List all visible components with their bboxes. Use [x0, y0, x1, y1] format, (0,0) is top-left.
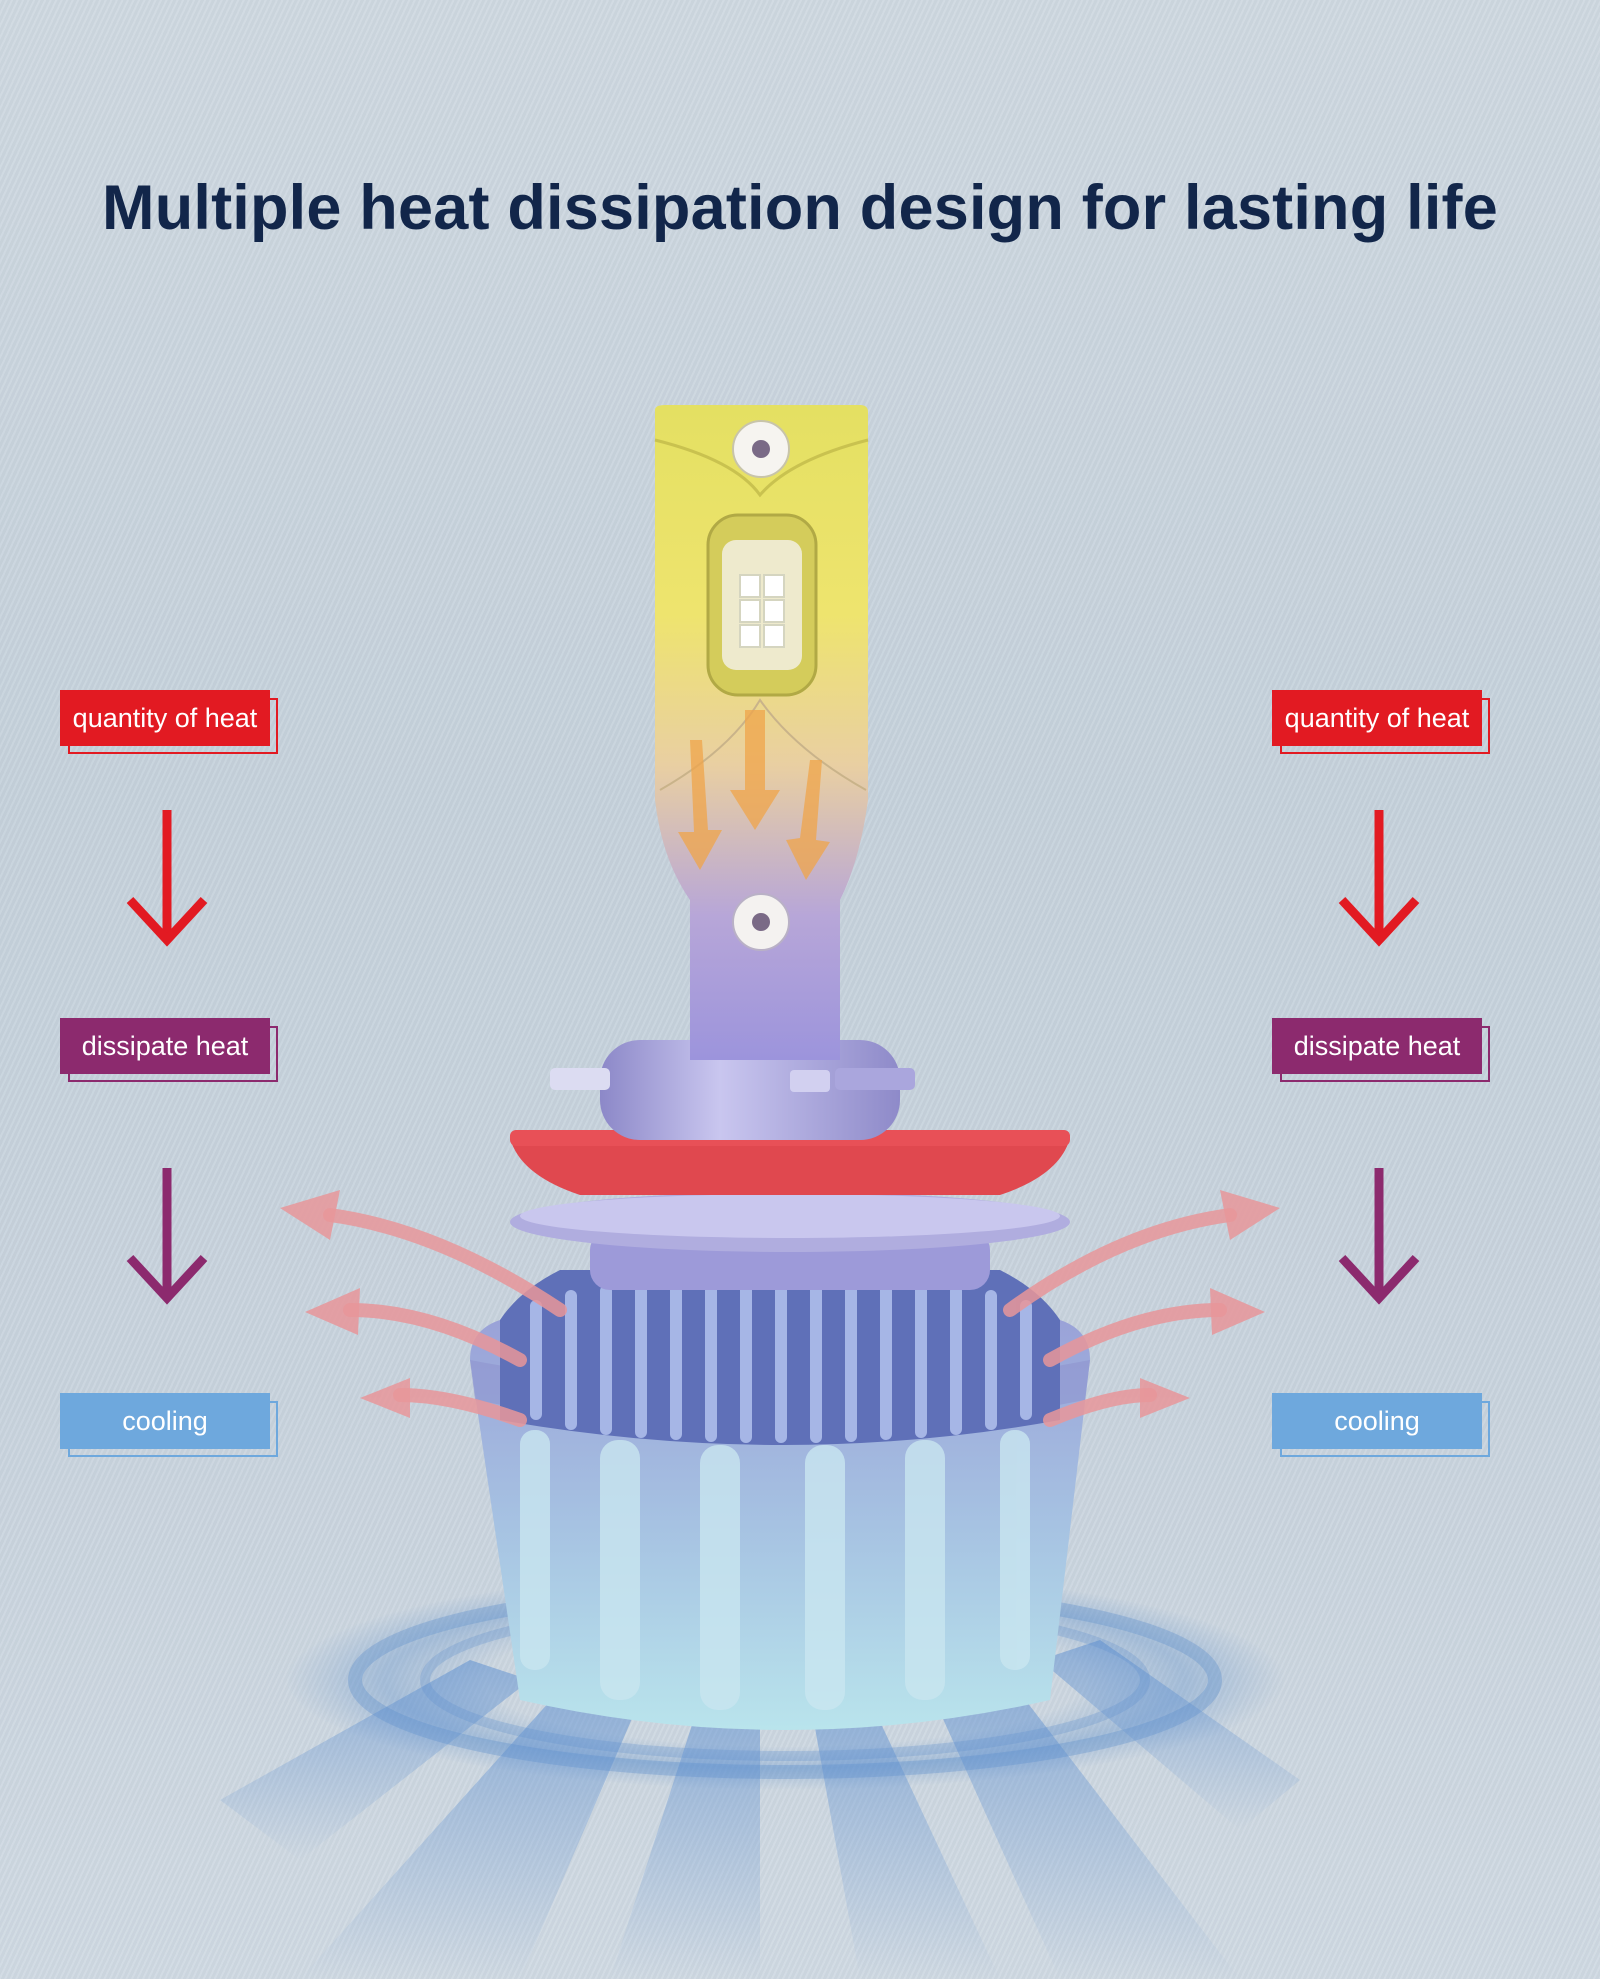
heat-flow-arrows: [678, 710, 830, 880]
led-blade: [654, 405, 869, 1060]
led-chips: [739, 574, 785, 648]
bulb-collar: [550, 1040, 915, 1140]
dissipation-arrows: [323, 1208, 1237, 1427]
heat-sink-fins: [500, 1270, 1060, 1445]
red-o-ring: [510, 1138, 1070, 1195]
left-heat-tag: quantity of heat: [60, 690, 278, 754]
cooling-beams: [220, 1640, 1300, 1979]
left-cooling-tag: cooling: [60, 1393, 278, 1457]
right-dissipate-tag: dissipate heat: [1272, 1018, 1490, 1082]
left-arrow-down-icon: [126, 810, 208, 947]
left-arrow-down-icon-2: [126, 1168, 208, 1305]
left-dissipate-tag: dissipate heat: [60, 1018, 278, 1082]
page-title: Multiple heat dissipation design for las…: [102, 173, 1498, 243]
right-arrow-down-icon-2: [1338, 1168, 1420, 1305]
right-arrow-down-icon: [1338, 810, 1420, 947]
right-heat-tag: quantity of heat: [1272, 690, 1490, 754]
right-cooling-tag: cooling: [1272, 1393, 1490, 1457]
